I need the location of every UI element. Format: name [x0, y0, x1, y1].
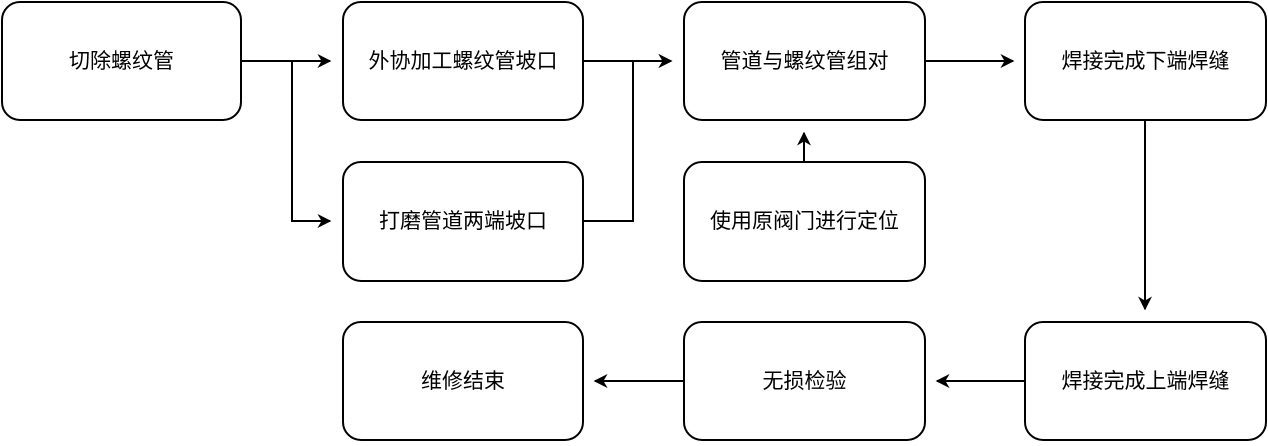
- node-cut-label: 切除螺纹管: [69, 49, 174, 73]
- edge-grind-to-assemble: [583, 54, 673, 222]
- node-outsource-label: 外协加工螺纹管坡口: [369, 49, 558, 73]
- node-end: 维修结束: [342, 321, 584, 441]
- node-position: 使用原阀门进行定位: [683, 161, 926, 282]
- node-position-label: 使用原阀门进行定位: [710, 209, 899, 233]
- edge-cut-to-grind: [241, 60, 332, 228]
- node-weld-lower-label: 焊接完成下端焊缝: [1062, 49, 1230, 73]
- node-assemble: 管道与螺纹管组对: [683, 1, 926, 121]
- node-ndt: 无损检验: [683, 321, 926, 441]
- node-cut: 切除螺纹管: [1, 1, 242, 121]
- node-end-label: 维修结束: [421, 369, 505, 393]
- node-grind: 打磨管道两端坡口: [342, 161, 584, 282]
- node-weld-upper: 焊接完成上端焊缝: [1024, 321, 1267, 441]
- node-ndt-label: 无损检验: [763, 369, 847, 393]
- node-weld-lower: 焊接完成下端焊缝: [1024, 1, 1267, 121]
- node-weld-upper-label: 焊接完成上端焊缝: [1062, 369, 1230, 393]
- node-outsource: 外协加工螺纹管坡口: [342, 1, 584, 121]
- edges: [241, 54, 1152, 388]
- node-assemble-label: 管道与螺纹管组对: [721, 49, 889, 73]
- node-grind-label: 打磨管道两端坡口: [379, 209, 547, 233]
